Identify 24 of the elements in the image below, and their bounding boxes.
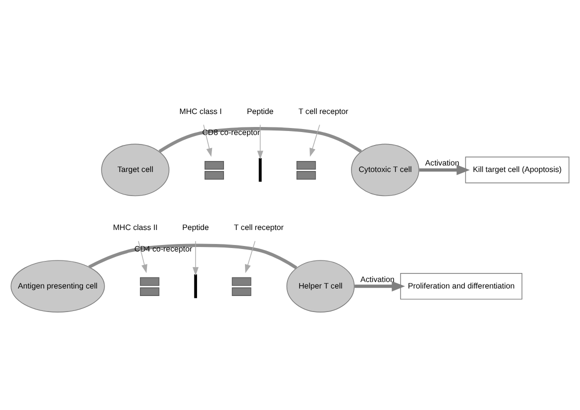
node-box: Kill target cell (Apoptosis) <box>465 156 570 183</box>
node-text: T cell receptor <box>298 106 348 116</box>
arrow <box>354 280 405 291</box>
node-text: Peptide <box>246 106 274 116</box>
node-text: MHC class II <box>112 222 158 232</box>
node-text: T cell receptor <box>234 222 284 232</box>
node-ellipse: Antigen presenting cell <box>10 260 105 312</box>
node-box: Proliferation and differentiation <box>400 272 522 300</box>
node-text: Peptide <box>182 222 209 232</box>
node-ellipse: Target cell <box>101 143 170 196</box>
edge-label: Activation <box>425 158 460 168</box>
arrow <box>244 240 256 273</box>
node-line <box>258 158 262 182</box>
connector <box>158 126 362 152</box>
arrow <box>257 124 264 159</box>
connector <box>88 243 298 269</box>
arrow <box>310 124 320 156</box>
arrow <box>192 240 199 276</box>
node-ellipse: Helper T cell <box>286 260 355 312</box>
node-ellipse: Cytotoxic T cell <box>351 143 420 196</box>
node-text: MHC class I <box>179 106 222 116</box>
arrow <box>419 164 470 175</box>
edge-label: Activation <box>360 274 395 284</box>
node-line <box>194 274 198 298</box>
